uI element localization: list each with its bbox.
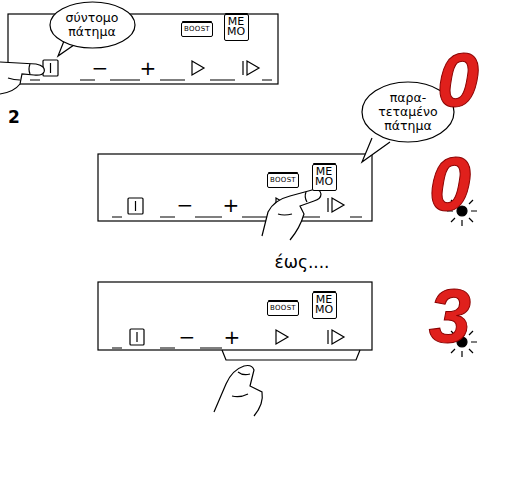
boost-button: BOOST: [267, 301, 299, 316]
button-label: ME MO: [315, 295, 333, 316]
button-label: ME MO: [315, 167, 333, 188]
button-symbol: −: [92, 58, 109, 78]
callout-text: παρα- τεταμένο πάτημα: [378, 91, 437, 132]
control-panel: [98, 282, 372, 350]
play-button: [276, 330, 288, 344]
button-symbol: +: [140, 58, 157, 78]
button-symbol: −: [177, 195, 194, 215]
boost-button: BOOST: [267, 173, 299, 188]
finger: [214, 366, 262, 417]
finger: [262, 190, 321, 241]
button-symbol: +: [224, 327, 241, 347]
control-panel: [98, 154, 372, 221]
power-button: [130, 329, 144, 345]
power-button: [43, 60, 58, 76]
step-button: [328, 198, 344, 212]
step-button: [243, 61, 259, 75]
button-symbol: −: [179, 327, 196, 347]
note: έως....: [274, 254, 329, 271]
button-label: BOOST: [270, 305, 296, 312]
display-digit: 0: [429, 146, 471, 222]
button-label: ME MO: [227, 17, 245, 38]
bubble-outline: [50, 2, 135, 48]
finger: [0, 62, 44, 94]
display-digit: 0: [437, 42, 479, 118]
power-button: [128, 198, 143, 214]
speech-bubble: σύντομο πάτημα: [49, 1, 136, 49]
step-number: 2: [8, 109, 20, 126]
button-symbol: +: [223, 195, 240, 215]
control-panel: [8, 14, 278, 84]
memo-button: ME MO: [224, 14, 249, 41]
bracket: [222, 350, 360, 360]
memo-button: ME MO: [312, 164, 337, 191]
boost-button: BOOST: [181, 22, 213, 37]
display-digit: 3: [429, 278, 471, 354]
play-button: [192, 61, 204, 75]
bubble-tail: [362, 138, 390, 162]
step-button: [328, 330, 344, 344]
button-label: BOOST: [184, 26, 210, 33]
callout-text: σύντομο πάτημα: [66, 11, 119, 39]
memo-button: ME MO: [312, 292, 337, 319]
button-label: BOOST: [270, 177, 296, 184]
